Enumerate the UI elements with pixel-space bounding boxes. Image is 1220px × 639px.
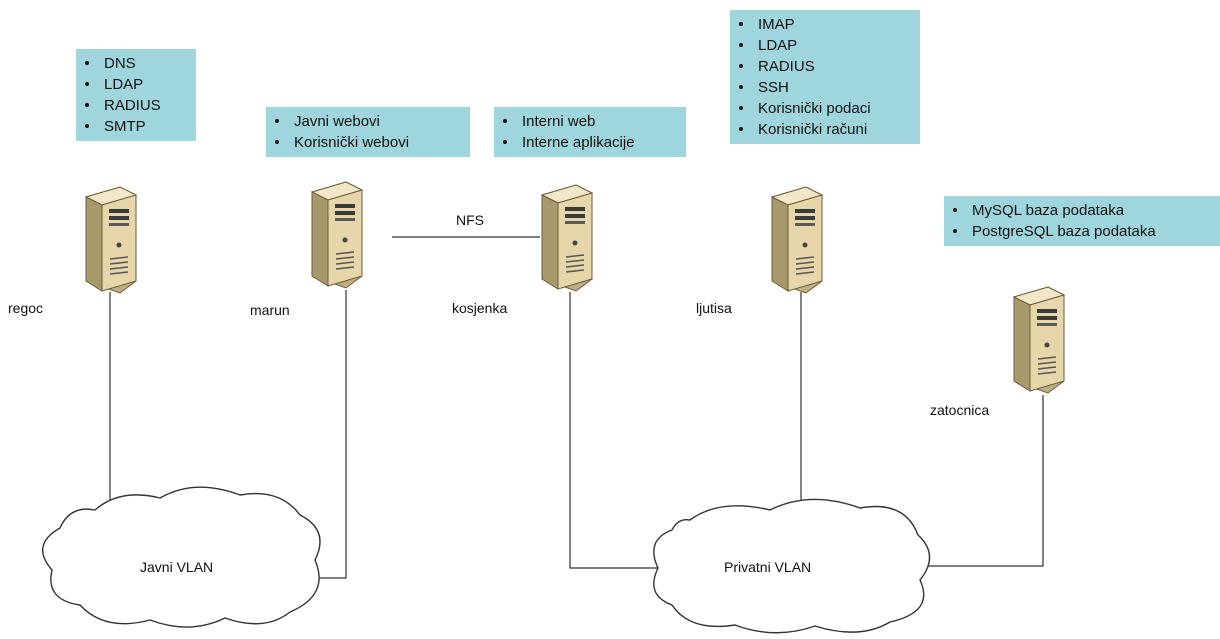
server-ljutisa-icon: [766, 185, 826, 295]
host-label-ljutisa: ljutisa: [696, 300, 732, 316]
service-item: Korisnički računi: [739, 119, 912, 140]
service-item: Korisnički webovi: [275, 132, 462, 153]
kosjenka-link: [569, 292, 662, 569]
server-kosjenka-icon: [536, 183, 596, 293]
server-marun-icon: [306, 180, 366, 290]
server-regoc-icon: [80, 185, 140, 295]
zatocnica-services: MySQL baza podataka PostgreSQL baza poda…: [944, 196, 1220, 246]
service-item: SMTP: [85, 116, 188, 137]
nfs-label: NFS: [456, 212, 484, 228]
service-item: Javni webovi: [275, 111, 462, 132]
service-item: RADIUS: [739, 56, 912, 77]
public-vlan-label: Javni VLAN: [140, 559, 214, 575]
private-vlan-label: Privatni VLAN: [724, 559, 812, 575]
service-item: LDAP: [85, 74, 188, 95]
service-item: PostgreSQL baza podataka: [953, 221, 1212, 242]
service-item: DNS: [85, 53, 188, 74]
service-item: MySQL baza podataka: [953, 200, 1212, 221]
kosjenka-services: Interni web Interne aplikacije: [494, 107, 686, 157]
zatocnica-link: [918, 395, 1044, 567]
host-label-marun: marun: [250, 302, 290, 318]
host-label-regoc: regoc: [8, 300, 44, 316]
service-item: LDAP: [739, 35, 912, 56]
service-item: Interni web: [503, 111, 678, 132]
regoc-services: DNS LDAP RADIUS SMTP: [76, 49, 196, 141]
service-item: RADIUS: [85, 95, 188, 116]
public-vlan-cloud: [42, 486, 321, 628]
service-item: Interne aplikacije: [503, 132, 678, 153]
marun-services: Javni webovi Korisnički webovi: [266, 107, 470, 157]
private-vlan-cloud: [653, 498, 931, 634]
ljutisa-services: IMAP LDAP RADIUS SSH Korisnički podaci K…: [730, 10, 920, 144]
service-item: SSH: [739, 77, 912, 98]
host-label-kosjenka: kosjenka: [452, 300, 508, 316]
service-item: IMAP: [739, 14, 912, 35]
host-label-zatocnica: zatocnica: [930, 402, 990, 418]
server-zatocnica-icon: [1008, 285, 1068, 395]
service-item: Korisnički podaci: [739, 98, 912, 119]
